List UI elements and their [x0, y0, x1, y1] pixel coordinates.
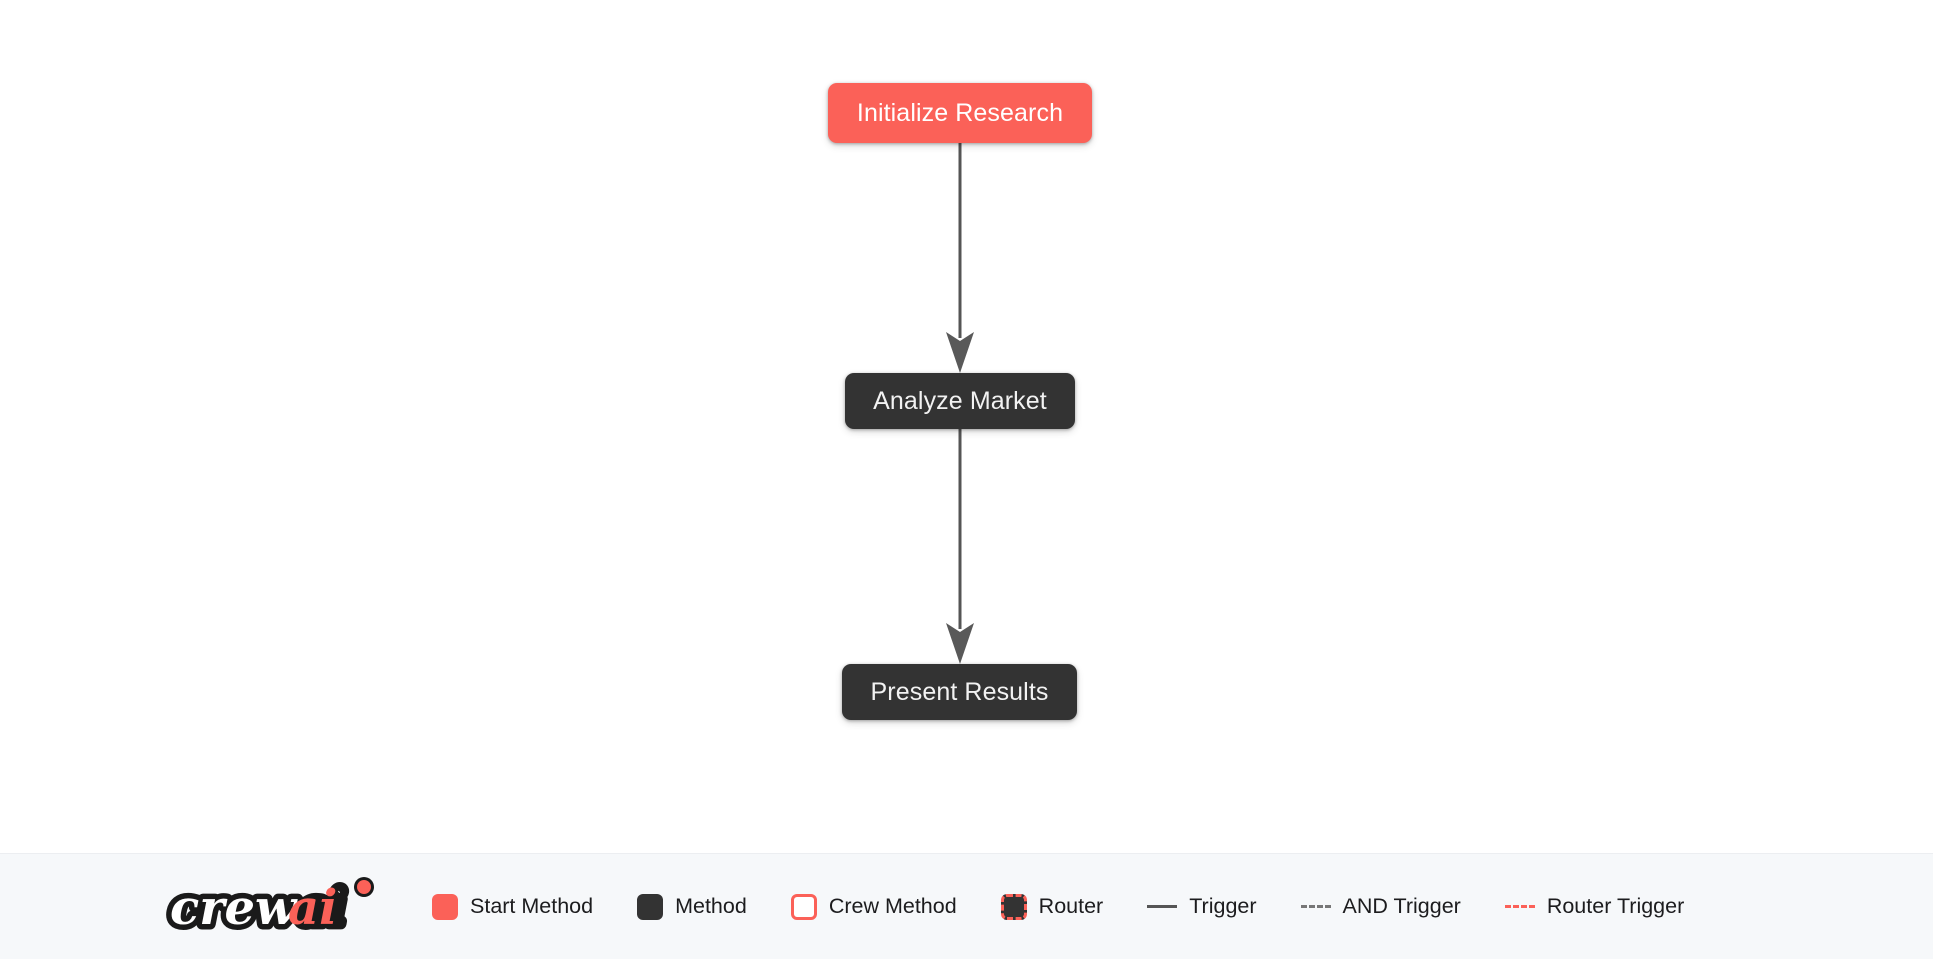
crew-method-swatch-icon [790, 893, 817, 920]
flow-node-label: Initialize Research [856, 98, 1064, 127]
legend-item-and-trigger: AND Trigger [1300, 893, 1461, 918]
flow-node-present-results[interactable]: Present Results [842, 664, 1077, 720]
router-swatch-icon [1000, 893, 1027, 920]
flow-canvas[interactable]: Initialize Research Analyze Market Prese… [0, 0, 1933, 853]
legend-item-crew-method: Crew Method [790, 893, 957, 920]
legend-label: Trigger [1189, 893, 1257, 918]
router-trigger-line-icon [1504, 905, 1535, 908]
legend-item-router-trigger: Router Trigger [1504, 893, 1685, 918]
legend-bar: crewai crew ai Start Method Method Crew … [0, 853, 1933, 959]
legend-label: Router Trigger [1546, 893, 1685, 918]
edge-initialize-to-analyze[interactable] [946, 143, 974, 373]
legend-item-trigger: Trigger [1147, 893, 1257, 918]
svg-text:crewai: crewai [170, 880, 346, 936]
flow-node-initialize-research[interactable]: Initialize Research [828, 83, 1092, 143]
legend-item-method: Method [637, 893, 747, 920]
legend-item-router: Router [1000, 893, 1104, 920]
svg-text:crew: crew [170, 880, 298, 936]
legend-label: Router [1038, 893, 1104, 918]
legend-item-start-method: Start Method [432, 893, 594, 920]
legend-label: Method [675, 893, 747, 918]
flow-node-label: Analyze Market [873, 386, 1047, 415]
edge-layer [946, 143, 974, 664]
svg-text:ai: ai [288, 880, 337, 936]
method-swatch-icon [637, 893, 664, 920]
trigger-line-icon [1147, 905, 1178, 908]
legend-label: AND Trigger [1342, 893, 1461, 918]
edge-analyze-to-present[interactable] [946, 429, 974, 664]
start-method-swatch-icon [432, 893, 458, 920]
crewai-logo: crewai crew ai [166, 874, 374, 940]
legend-label: Start Method [470, 893, 594, 918]
and-trigger-line-icon [1300, 905, 1331, 908]
flow-node-analyze-market[interactable]: Analyze Market [845, 373, 1075, 429]
legend-label: Crew Method [828, 893, 957, 918]
flow-node-label: Present Results [870, 677, 1049, 706]
